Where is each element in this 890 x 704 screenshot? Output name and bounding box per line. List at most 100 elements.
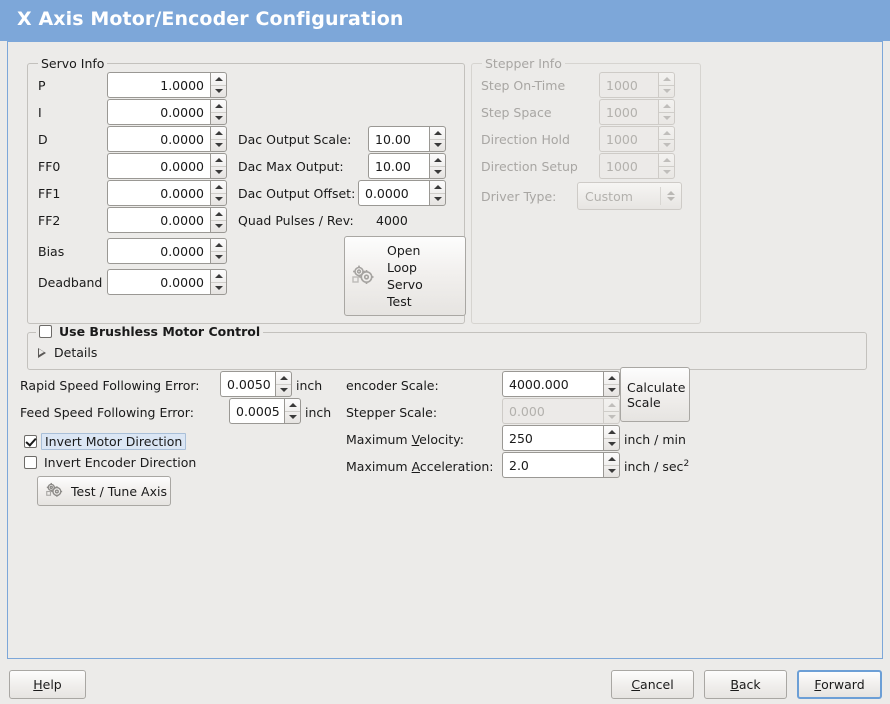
max-velocity-stepper[interactable] (603, 425, 620, 451)
servo-p-down[interactable] (211, 86, 226, 98)
servo-ff0-spin[interactable]: 0.0000 (107, 153, 227, 179)
max-velocity-up[interactable] (604, 426, 619, 439)
max-velocity-spin[interactable]: 250 (502, 425, 620, 451)
dac-output-offset-input[interactable]: 0.0000 (358, 180, 429, 206)
servo-deadband-up[interactable] (211, 270, 226, 283)
feed-error-stepper[interactable] (284, 398, 301, 424)
max-velocity-down[interactable] (604, 439, 619, 451)
dac-output-offset-spin[interactable]: 0.0000 (358, 180, 446, 206)
invert-motor-direction-checkbox[interactable]: Invert Motor Direction (24, 433, 187, 450)
dac-output-offset-down[interactable] (430, 194, 445, 206)
rapid-error-down[interactable] (276, 385, 291, 397)
servo-i-down[interactable] (211, 113, 226, 125)
servo-i-up[interactable] (211, 100, 226, 113)
servo-ff1-spin[interactable]: 0.0000 (107, 180, 227, 206)
servo-bias-down[interactable] (211, 252, 226, 264)
max-acceleration-down[interactable] (604, 466, 619, 478)
dac-output-offset-up[interactable] (430, 181, 445, 194)
invert-encoder-direction-checkbox[interactable]: Invert Encoder Direction (24, 455, 196, 470)
test-tune-axis-button[interactable]: Test / Tune Axis (37, 476, 171, 506)
servo-ff2-spin[interactable]: 0.0000 (107, 207, 227, 233)
servo-deadband-spin[interactable]: 0.0000 (107, 269, 227, 295)
rapid-error-spin[interactable]: 0.0050 (220, 371, 292, 397)
dac-output-offset-stepper[interactable] (429, 180, 446, 206)
rapid-error-input[interactable]: 0.0050 (220, 371, 275, 397)
servo-i-spin[interactable]: 0.0000 (107, 99, 227, 125)
cancel-rest: ancel (640, 677, 674, 692)
servo-d-input[interactable]: 0.0000 (107, 126, 210, 152)
max-acceleration-spin[interactable]: 2.0 (502, 452, 620, 478)
calculate-scale-button[interactable]: Calculate Scale (620, 367, 690, 422)
max-acceleration-stepper[interactable] (603, 452, 620, 478)
servo-p-up[interactable] (211, 73, 226, 86)
help-button[interactable]: Help (9, 670, 86, 699)
open-loop-servo-test-button[interactable]: Open Loop Servo Test (344, 236, 466, 316)
encoder-scale-stepper[interactable] (603, 371, 620, 397)
rapid-error-up[interactable] (276, 372, 291, 385)
encoder-scale-label: encoder Scale: (346, 378, 439, 393)
max-acceleration-input[interactable]: 2.0 (502, 452, 603, 478)
feed-error-spin[interactable]: 0.0005 (229, 398, 301, 424)
servo-bias-spin[interactable]: 0.0000 (107, 238, 227, 264)
servo-ff0-stepper[interactable] (210, 153, 227, 179)
servo-ff2-up[interactable] (211, 208, 226, 221)
dac-output-scale-spin[interactable]: 10.00 (368, 126, 446, 152)
servo-ff1-down[interactable] (211, 194, 226, 206)
back-button[interactable]: Back (704, 670, 787, 699)
dac-output-scale-up[interactable] (430, 127, 445, 140)
dac-output-scale-down[interactable] (430, 140, 445, 152)
dac-max-output-stepper[interactable] (429, 153, 446, 179)
servo-ff0-up[interactable] (211, 154, 226, 167)
servo-d-stepper[interactable] (210, 126, 227, 152)
cancel-button[interactable]: Cancel (611, 670, 694, 699)
encoder-scale-input[interactable]: 4000.000 (502, 371, 603, 397)
servo-deadband-input[interactable]: 0.0000 (107, 269, 210, 295)
dac-max-output-spin[interactable]: 10.00 (368, 153, 446, 179)
calculate-scale-line2: Scale (627, 394, 661, 410)
servo-ff0-down[interactable] (211, 167, 226, 179)
servo-i-input[interactable]: 0.0000 (107, 99, 210, 125)
use-brushless-checkbox[interactable] (39, 325, 52, 338)
servo-ff0-input[interactable]: 0.0000 (107, 153, 210, 179)
page-title: X Axis Motor/Encoder Configuration (17, 8, 404, 30)
servo-p-label: P (38, 78, 46, 93)
max-velocity-input[interactable]: 250 (502, 425, 603, 451)
invert-motor-checkbox-box[interactable] (24, 435, 37, 448)
servo-ff1-input[interactable]: 0.0000 (107, 180, 210, 206)
forward-button[interactable]: Forward (797, 670, 882, 699)
servo-d-up[interactable] (211, 127, 226, 140)
max-acceleration-up[interactable] (604, 453, 619, 466)
feed-error-input[interactable]: 0.0005 (229, 398, 284, 424)
dac-max-output-up[interactable] (430, 154, 445, 167)
servo-bias-up[interactable] (211, 239, 226, 252)
step-space-spin: 1000 (599, 99, 675, 125)
invert-encoder-checkbox-box[interactable] (24, 456, 37, 469)
servo-d-down[interactable] (211, 140, 226, 152)
servo-deadband-down[interactable] (211, 283, 226, 295)
encoder-scale-down[interactable] (604, 385, 619, 397)
rapid-error-stepper[interactable] (275, 371, 292, 397)
feed-error-down[interactable] (285, 412, 300, 424)
servo-ff2-input[interactable]: 0.0000 (107, 207, 210, 233)
servo-deadband-stepper[interactable] (210, 269, 227, 295)
servo-ff1-stepper[interactable] (210, 180, 227, 206)
servo-d-spin[interactable]: 0.0000 (107, 126, 227, 152)
servo-bias-input[interactable]: 0.0000 (107, 238, 210, 264)
servo-p-spin[interactable]: 1.0000 (107, 72, 227, 98)
encoder-scale-up[interactable] (604, 372, 619, 385)
servo-bias-stepper[interactable] (210, 238, 227, 264)
content-area: Servo Info P I D FF0 FF1 FF2 Bias Deadba… (7, 41, 883, 659)
servo-ff1-up[interactable] (211, 181, 226, 194)
encoder-scale-spin[interactable]: 4000.000 (502, 371, 620, 397)
dac-output-scale-input[interactable]: 10.00 (368, 126, 429, 152)
dac-max-output-down[interactable] (430, 167, 445, 179)
servo-p-input[interactable]: 1.0000 (107, 72, 210, 98)
servo-ff2-down[interactable] (211, 221, 226, 233)
dac-output-scale-stepper[interactable] (429, 126, 446, 152)
servo-p-stepper[interactable] (210, 72, 227, 98)
dac-max-output-input[interactable]: 10.00 (368, 153, 429, 179)
feed-error-up[interactable] (285, 399, 300, 412)
servo-i-stepper[interactable] (210, 99, 227, 125)
servo-ff2-stepper[interactable] (210, 207, 227, 233)
details-expander[interactable]: Details (36, 345, 97, 360)
